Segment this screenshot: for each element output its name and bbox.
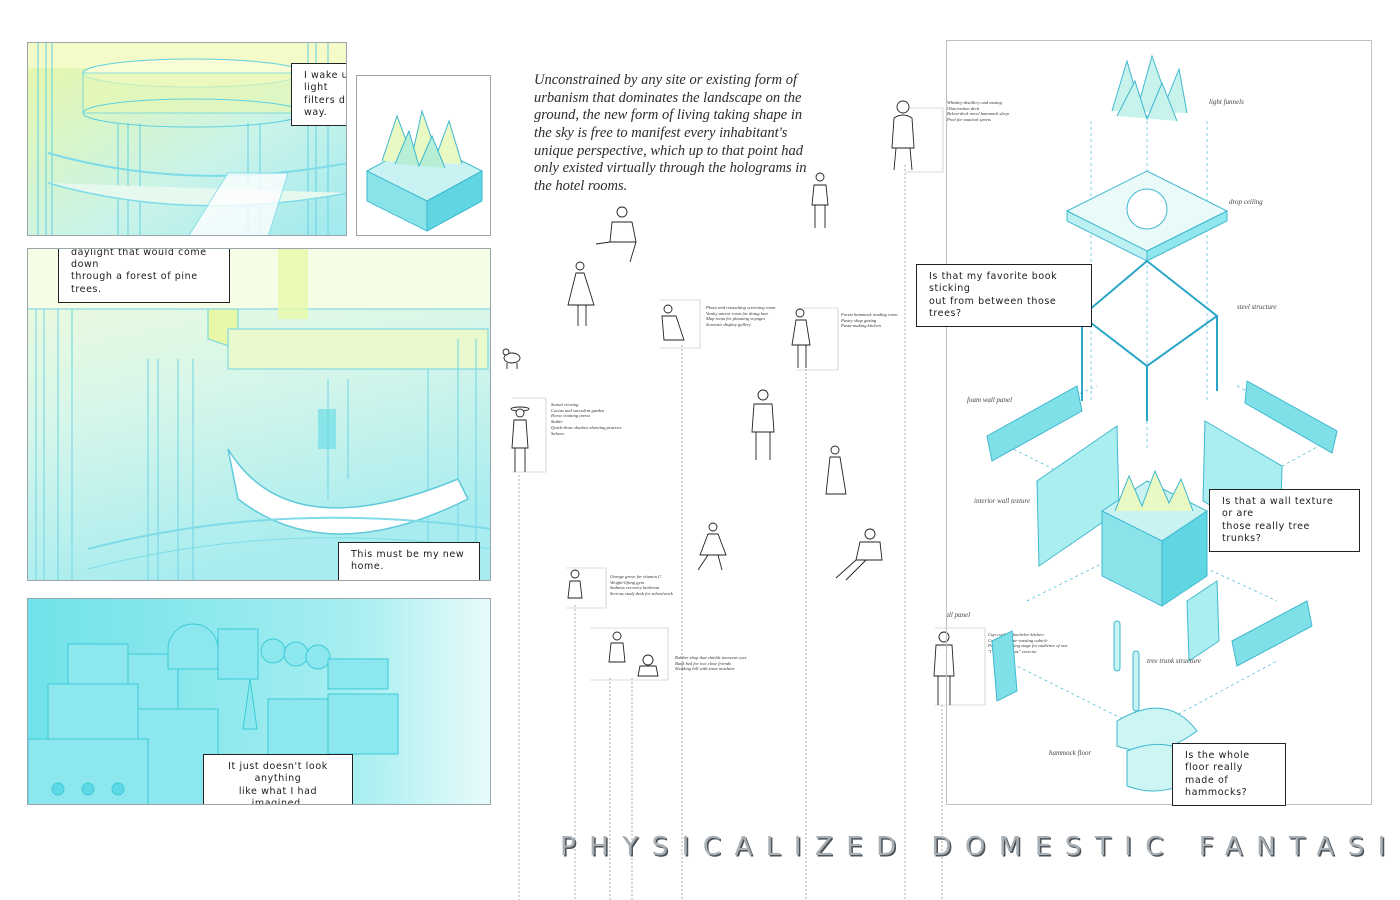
comic-panel-2-room-axon [356,75,491,236]
question-caption: Is that my favorite book sticking out fr… [916,264,1092,328]
comic-panel-4: It just doesn't look anything like what … [27,598,491,805]
exploded-axon-frame: light funnels drop ceiling steel structu… [946,40,1372,805]
drop-ceiling-icon [1065,170,1229,262]
city-illustration [28,599,490,804]
light-funnels-icon [1111,54,1188,122]
comic-caption: It just doesn't look anything like what … [203,754,353,804]
comic-caption: In fact, the light looks just like dayli… [58,249,230,304]
axon-label: hammock floor [1049,749,1092,757]
foam-wall-panel-icon [986,380,1338,702]
page-title: PHYSICALIZED DOMESTIC FANTASIES [560,832,1400,862]
steel-structure-icon [1080,259,1219,421]
axon-label: drop ceiling [1229,198,1263,206]
axon-label: foam wall panel [947,611,971,619]
intro-text: Unconstrained by any site or existing fo… [534,72,807,195]
question-caption: Is the whole floor really made of hammoc… [1172,743,1286,807]
room-axon-illustration [357,76,490,235]
room-module-icon [1101,469,1208,607]
comic-caption: This must be my new home. [338,542,480,580]
question-caption: Is that a wall texture or are those real… [1209,489,1360,553]
comic-caption: I wake up in my room. The light filters … [291,63,346,127]
hammock-interior-illustration [28,249,490,580]
axon-label: tree trunk structure [1147,657,1201,665]
comic-panel-3: In fact, the light looks just like dayli… [27,248,491,581]
axon-label: interior wall texture [974,497,1031,505]
axon-label: light funnels [1209,98,1244,106]
axon-label: foam wall panel [967,396,1013,404]
tree-trunk-structure-icon [1113,620,1140,712]
exploded-axon-drawing [986,54,1338,792]
axon-label: steel structure [1237,303,1277,311]
comic-panel-1: I wake up in my room. The light filters … [27,42,347,236]
